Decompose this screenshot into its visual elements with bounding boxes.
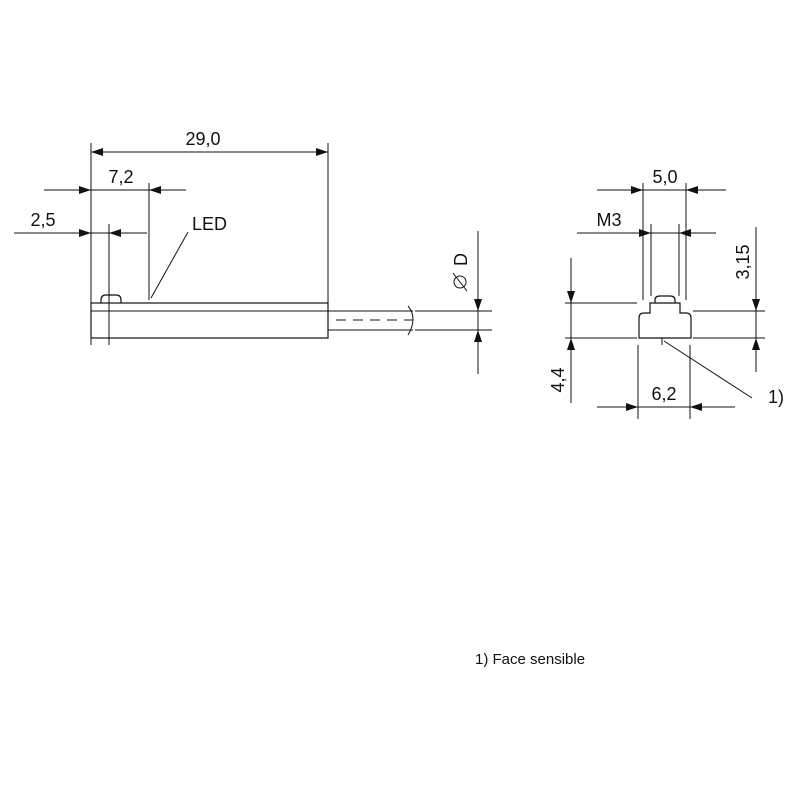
arrowhead [316,148,328,156]
arrowhead [752,299,760,311]
arrowhead [567,338,575,350]
arrowhead [639,229,651,237]
arrowhead [91,148,103,156]
arrowhead [79,229,91,237]
led-label: LED [192,214,227,234]
arrowhead [109,229,121,237]
dim-label-5: 5,0 [652,167,677,187]
footnote-marker-label: 1) [768,387,784,407]
dim-label-4-4: 4,4 [548,367,568,392]
end-view: 5,0 M3 4,4 3,15 6,2 1) [548,167,784,419]
dim-label-6-2: 6,2 [651,384,676,404]
sensor-body [90,302,329,339]
sensing-face-leader [663,340,753,399]
dim-label-diameter: D [451,253,471,266]
arrowhead [752,338,760,350]
arrowhead [149,186,161,194]
diameter-symbol [452,272,468,292]
arrowhead [690,403,702,411]
dim-label-29: 29,0 [185,129,220,149]
dim-label-7-2: 7,2 [108,167,133,187]
arrowhead [474,330,482,342]
end-view-body [638,302,692,339]
arrowhead [474,299,482,311]
arrowhead [567,291,575,303]
dim-label-3-15: 3,15 [733,244,753,279]
arrowhead [686,186,698,194]
arrowhead [626,403,638,411]
arrowhead [79,186,91,194]
screw-head [654,295,676,303]
footnote-text: 1) Face sensible [475,651,585,668]
arrowhead [631,186,643,194]
led-leader-line [150,231,189,299]
dim-label-m3: M3 [596,210,621,230]
led-bump [100,294,122,303]
arrowhead [679,229,691,237]
cable-break [407,305,414,336]
side-view: 29,0 7,2 2,5 LED D [14,129,492,374]
dim-label-2-5: 2,5 [30,210,55,230]
